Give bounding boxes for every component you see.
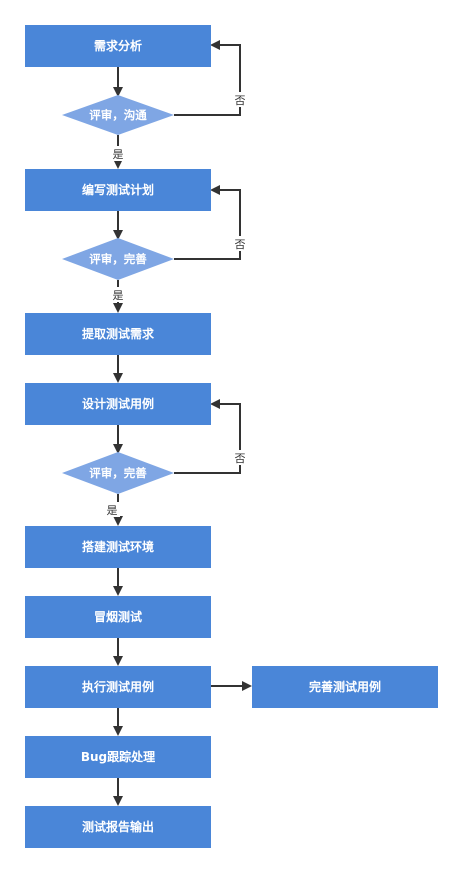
decision-review-communicate: 评审，沟通 <box>62 95 174 135</box>
node-design-test-cases: 设计测试用例 <box>25 383 211 425</box>
edge-label-no: 否 <box>235 94 246 107</box>
edge-label-yes: 是 <box>113 289 124 302</box>
node-label: 执行测试用例 <box>82 679 154 694</box>
node-write-test-plan: 编写测试计划 <box>25 169 211 211</box>
node-improve-test-cases: 完善测试用例 <box>252 666 438 708</box>
node-smoke-test: 冒烟测试 <box>25 596 211 638</box>
node-label: 编写测试计划 <box>81 182 154 197</box>
node-test-report-output: 测试报告输出 <box>25 806 211 848</box>
node-bug-tracking: Bug跟踪处理 <box>25 736 211 778</box>
edge-label-no: 否 <box>235 238 246 251</box>
edge-labels: 否 是 否 是 否 是 <box>104 92 248 517</box>
loop-back-2 <box>174 185 241 260</box>
node-label: 完善测试用例 <box>309 679 381 694</box>
node-label: 设计测试用例 <box>82 396 154 411</box>
loop-back-1 <box>174 40 241 116</box>
connectors <box>113 40 252 806</box>
node-setup-test-environment: 搭建测试环境 <box>25 526 211 568</box>
node-label: 冒烟测试 <box>94 609 142 624</box>
edge-label-yes: 是 <box>113 148 124 161</box>
decision-label: 评审，完善 <box>89 252 147 266</box>
node-label: 测试报告输出 <box>82 819 154 834</box>
node-label: 搭建测试环境 <box>82 539 154 554</box>
decision-label: 评审，完善 <box>89 466 147 480</box>
decision-review-improve-1: 评审，完善 <box>62 238 174 280</box>
node-extract-test-requirements: 提取测试需求 <box>25 313 211 355</box>
decision-review-improve-2: 评审，完善 <box>62 452 174 494</box>
node-label: 需求分析 <box>94 38 142 53</box>
decision-label: 评审，沟通 <box>89 108 147 122</box>
node-label: Bug跟踪处理 <box>81 749 155 764</box>
node-requirement-analysis: 需求分析 <box>25 25 211 67</box>
node-execute-test-cases: 执行测试用例 <box>25 666 211 708</box>
edge-label-no: 否 <box>235 452 246 465</box>
loop-back-3 <box>174 399 241 474</box>
node-label: 提取测试需求 <box>82 326 155 341</box>
edge-label-yes: 是 <box>107 504 118 517</box>
